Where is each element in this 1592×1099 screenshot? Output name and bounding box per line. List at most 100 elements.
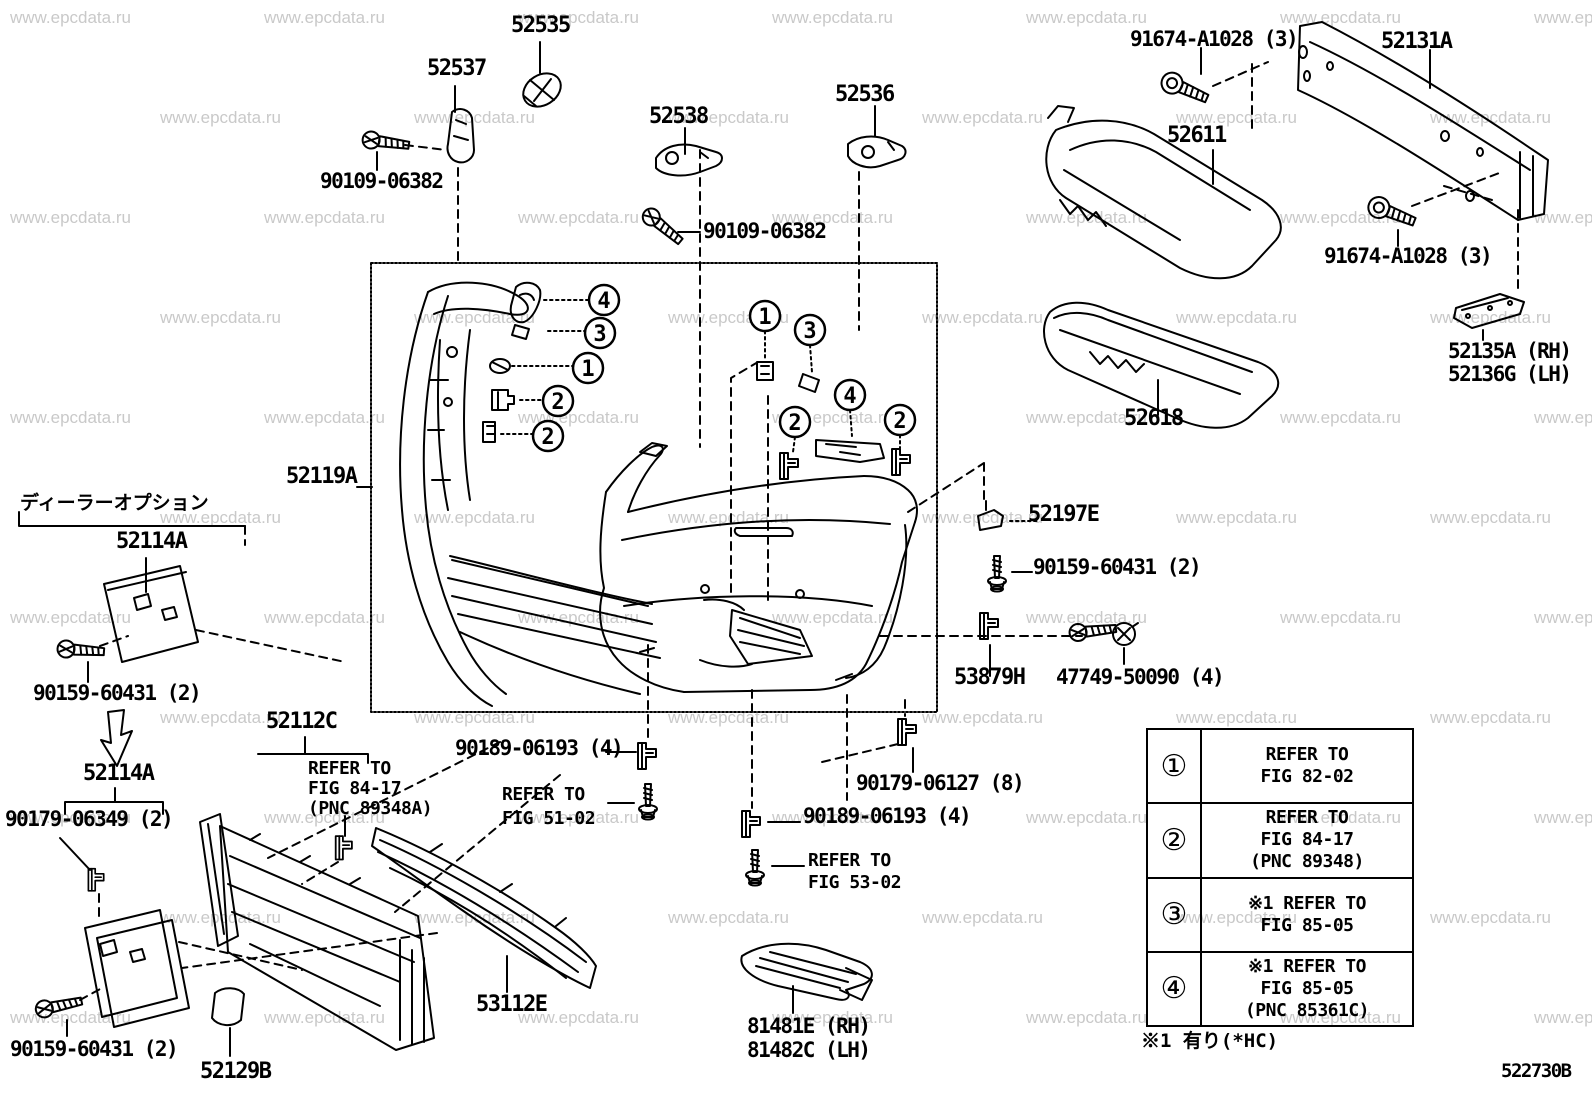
watermark-text: www.epcdata.ru: [1534, 208, 1592, 227]
label-91674-a1028-top: 91674-A1028 (3): [1130, 27, 1299, 51]
label-53879h: 53879H: [954, 665, 1026, 690]
callout-group-left: 4 3 1 2 2: [482, 281, 621, 453]
watermark-text: www.epcdata.ru: [1280, 408, 1401, 427]
dealer-option-plate-bottom: [33, 787, 303, 1037]
svg-text:4: 4: [597, 289, 610, 314]
watermark-text: www.epcdata.ru: [1430, 908, 1551, 927]
watermark-text: www.epcdata.ru: [264, 808, 385, 827]
label-90189-06193-1: 90189-06193 (4): [455, 736, 624, 760]
watermark-text: www.epcdata.ru: [772, 208, 893, 227]
label-52197e: 52197E: [1028, 502, 1100, 527]
label-90159-60431-left1: 90159-60431 (2): [33, 681, 202, 705]
retainer-52537-drawing: [446, 85, 475, 263]
watermark-text: www.epcdata.ru: [772, 608, 893, 627]
watermark-text: www.epcdata.ru: [1280, 1008, 1401, 1027]
label-52136g: 52136G (LH): [1448, 362, 1572, 386]
label-52535: 52535: [511, 13, 571, 38]
legend-callout-3: ③: [1148, 878, 1202, 951]
legend-row-4-line-1: ※1 REFER TO: [1248, 955, 1366, 977]
label-52536: 52536: [835, 82, 895, 107]
label-91674-a1028-right: 91674-A1028 (3): [1324, 244, 1493, 268]
support-52618-drawing: [1043, 301, 1280, 429]
label-52611: 52611: [1167, 123, 1227, 148]
grille-53112e-drawing: [371, 827, 597, 993]
svg-text:3: 3: [593, 322, 606, 347]
legend-row-4-line-3: (PNC 85361C): [1244, 999, 1370, 1021]
legend-row-3-line-1: ※1 REFER TO: [1248, 892, 1366, 914]
watermark-text: www.epcdata.ru: [10, 608, 131, 627]
watermark-text: www.epcdata.ru: [772, 8, 893, 27]
label-81482c: 81482C (LH): [747, 1038, 871, 1062]
watermark-text: www.epcdata.ru: [1026, 8, 1147, 27]
label-52135a: 52135A (RH): [1448, 339, 1572, 363]
legend-footnote: ※1 有り(*HC): [1141, 1030, 1279, 1052]
watermark-text: www.epcdata.ru: [10, 8, 131, 27]
watermark-text: www.epcdata.ru: [1176, 708, 1297, 727]
watermark-text: www.epcdata.ru: [518, 1008, 639, 1027]
watermark-text: www.epcdata.ru: [922, 708, 1043, 727]
watermark-text: www.epcdata.ru: [1026, 608, 1147, 627]
watermark-text: www.epcdata.ru: [1176, 108, 1297, 127]
svg-text:2: 2: [893, 409, 906, 434]
bracket-52135a-drawing: [1453, 293, 1525, 341]
label-refer-fig84-line2: FIG 84-17: [308, 778, 402, 799]
svg-text:4: 4: [843, 384, 856, 409]
bracket-52538-drawing: [655, 127, 723, 448]
watermark-text: www.epcdata.ru: [414, 108, 535, 127]
cover-52129b-drawing: [211, 987, 245, 1057]
label-90189-06193-2: 90189-06193 (4): [803, 804, 972, 828]
label-refer-fig84-line3: (PNC 89348A): [308, 798, 433, 819]
absorber-52611-drawing: [1045, 105, 1282, 280]
watermark-text: www.epcdata.ru: [922, 108, 1043, 127]
svg-text:1: 1: [581, 357, 594, 382]
watermark-text: www.epcdata.ru: [1430, 508, 1551, 527]
watermark-text: www.epcdata.ru: [1026, 408, 1147, 427]
retainer-52535-drawing: [522, 41, 562, 108]
dash-91674-right: [1411, 171, 1519, 293]
watermark-text: www.epcdata.ru: [1176, 308, 1297, 327]
dash-91674-top: [1212, 61, 1269, 129]
watermark-text: www.epcdata.ru: [264, 8, 385, 27]
legend-row-4: ④ ※1 REFER TO FIG 85-05 (PNC 85361C): [1148, 952, 1412, 1025]
label-81481e: 81481E (RH): [747, 1014, 871, 1038]
lower-fasteners: [605, 644, 917, 887]
watermark-text: www.epcdata.ru: [160, 708, 281, 727]
watermark-text: www.epcdata.ru: [1534, 408, 1592, 427]
svg-text:1: 1: [758, 305, 771, 330]
label-52618: 52618: [1124, 406, 1184, 431]
watermark-text: www.epcdata.ru: [264, 1008, 385, 1027]
watermark-text: www.epcdata.ru: [264, 608, 385, 627]
legend-row-3: ③ ※1 REFER TO FIG 85-05: [1148, 878, 1412, 953]
legend-table: ① REFER TO FIG 82-02 ② REFER TO FIG 84-1…: [1146, 728, 1414, 1027]
legend-row-1-line-1: REFER TO: [1265, 744, 1349, 766]
label-52112c: 52112C: [266, 709, 338, 734]
bracket-52536-drawing: [847, 105, 907, 331]
watermark-text: www.epcdata.ru: [922, 908, 1043, 927]
label-90109-06382-mid: 90109-06382: [703, 219, 827, 243]
legend-row-2-line-1: REFER TO: [1265, 807, 1349, 829]
watermark-text: www.epcdata.ru: [1280, 8, 1401, 27]
watermark-text: www.epcdata.ru: [772, 808, 893, 827]
label-52538: 52538: [649, 104, 709, 129]
bezel-81481e-drawing: [740, 942, 873, 1014]
bumper-retainer-drawing: [399, 281, 661, 707]
watermark-text: www.epcdata.ru: [922, 308, 1043, 327]
label-refer-fig51-line1: REFER TO: [502, 784, 585, 805]
label-52129b: 52129B: [200, 1059, 272, 1084]
watermark-text: www.epcdata.ru: [1176, 508, 1297, 527]
svg-text:2: 2: [541, 425, 554, 450]
legend-row-1-line-2: FIG 82-02: [1260, 766, 1354, 788]
label-90179-06349: 90179-06349 (2): [5, 807, 174, 831]
label-90109-06382-top: 90109-06382: [320, 169, 444, 193]
legend-row-4-line-2: FIG 85-05: [1260, 977, 1354, 999]
watermark-text: www.epcdata.ru: [1280, 608, 1401, 627]
label-refer-fig84-line1: REFER TO: [308, 758, 391, 779]
label-52114a-top: 52114A: [116, 529, 188, 554]
watermark-text: www.epcdata.ru: [1280, 808, 1401, 827]
reinforcement-52131a-drawing: [1297, 21, 1549, 221]
watermark-text: www.epcdata.ru: [414, 508, 535, 527]
legend-row-2-line-3: (PNC 89348): [1250, 851, 1364, 873]
dash-90109: [404, 144, 447, 151]
